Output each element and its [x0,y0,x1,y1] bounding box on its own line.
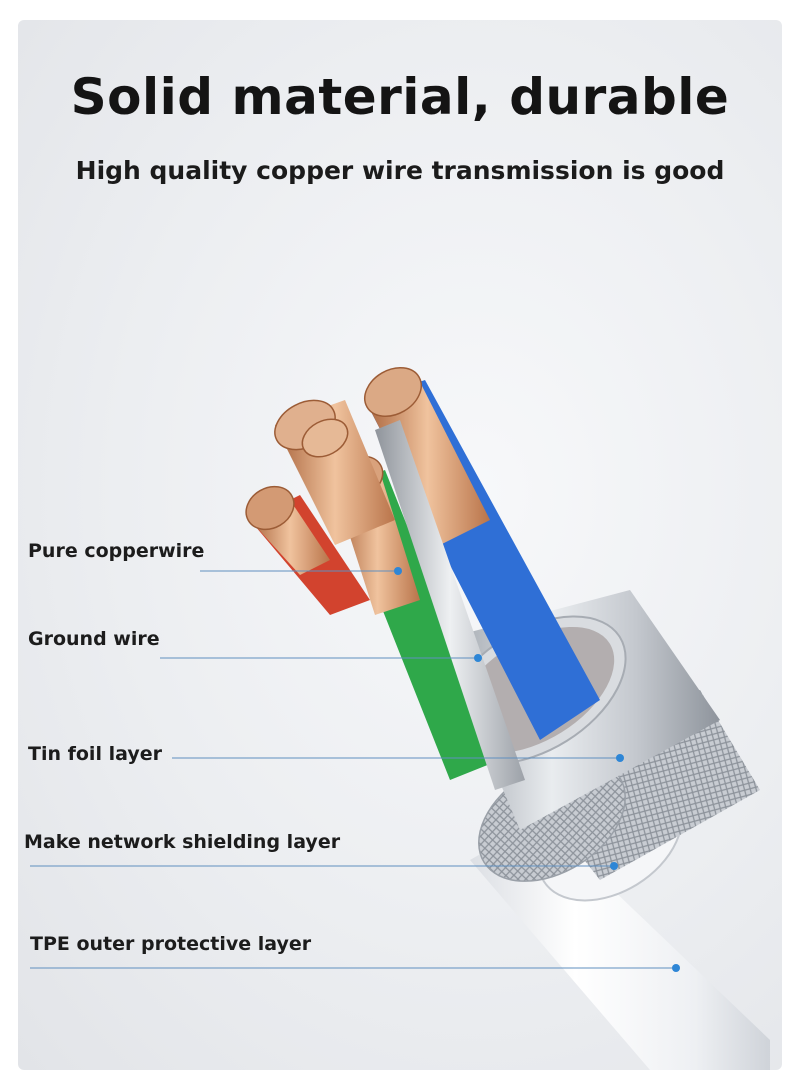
callout-pure-copper: Pure copperwire [28,540,205,562]
callout-lines [30,570,676,969]
callout-tin-foil: Tin foil layer [28,743,162,765]
callout-shielding: Make network shielding layer [24,831,341,853]
callout-ground-wire: Ground wire [28,628,160,650]
copper-bundle [274,399,395,545]
headline: Solid material, durable [70,68,730,126]
red-wire [245,485,370,615]
callout-dots [394,567,680,972]
callout-outer-layer: TPE outer protective layer [30,933,312,955]
ground-wire [375,420,525,790]
subheadline: High quality copper wire transmission is… [75,156,725,185]
